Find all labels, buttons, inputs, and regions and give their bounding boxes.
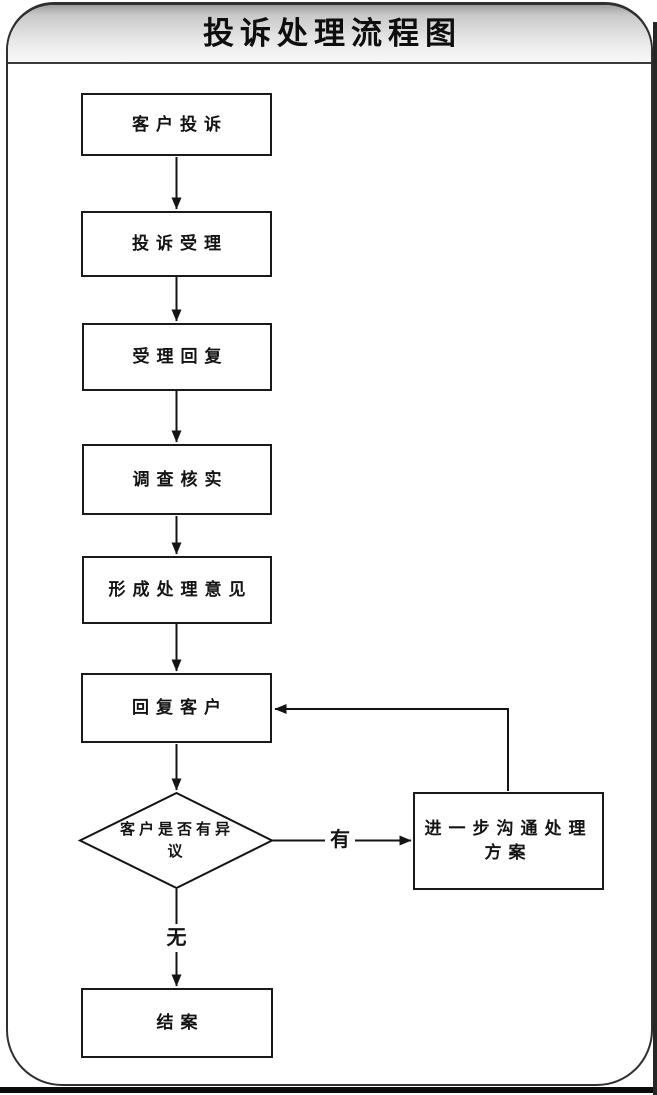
image-right-border	[653, 22, 657, 1095]
node-customer-objection-decision: 客户是否有异议	[104, 810, 250, 872]
node-investigate-verify: 调查核实	[82, 444, 272, 515]
node-label: 形成处理意见	[108, 580, 253, 599]
page-title: 投诉处理流程图	[203, 16, 462, 51]
image-bottom-border	[0, 1087, 657, 1093]
arrow-further-to-replycust-feedback	[274, 704, 509, 791]
flowchart-frame: 投诉处理流程图	[6, 2, 653, 1086]
branch-label-no: 无	[162, 924, 191, 952]
node-close-case: 结案	[81, 988, 273, 1058]
branch-label-yes: 有	[325, 824, 355, 856]
node-customer-complaint: 客户投诉	[81, 93, 272, 156]
node-label: 进一步沟通处理方案	[424, 819, 593, 862]
node-label: 客户投诉	[132, 114, 228, 134]
node-reply-to-customer: 回复客户	[81, 673, 272, 743]
title-bar: 投诉处理流程图	[8, 5, 651, 64]
node-further-communication: 进一步沟通处理方案	[413, 792, 604, 890]
node-label: 结案	[156, 1013, 205, 1032]
decision-diamond	[77, 791, 275, 890]
node-form-handling-opinion: 形成处理意见	[82, 556, 272, 624]
node-label: 客户是否有异议	[119, 821, 234, 860]
node-acceptance-reply: 受理回复	[82, 323, 272, 391]
node-label: 调查核实	[132, 469, 229, 489]
node-complaint-acceptance: 投诉受理	[81, 211, 272, 277]
node-label: 回复客户	[132, 698, 228, 717]
node-label: 受理回复	[132, 347, 229, 366]
node-label: 投诉受理	[132, 234, 228, 253]
